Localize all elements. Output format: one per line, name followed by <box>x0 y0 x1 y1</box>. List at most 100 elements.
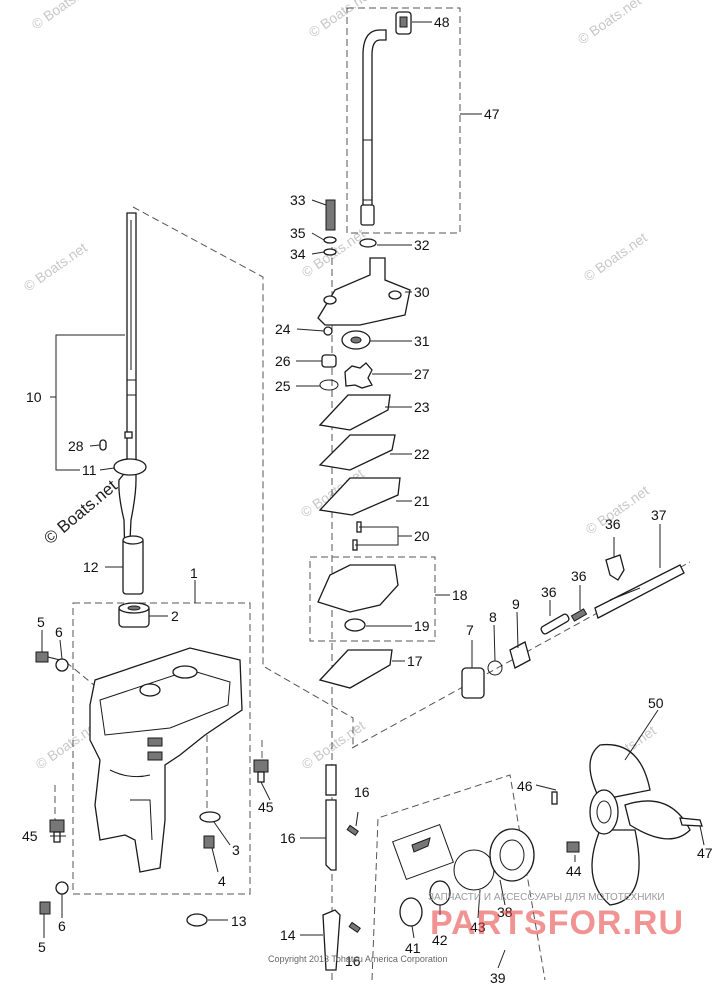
callout-34: 35 <box>290 225 306 241</box>
callout-29: 30 <box>414 284 430 300</box>
leader-lines <box>41 21 705 969</box>
watermark-text: © Boats.net <box>306 0 375 40</box>
bushing-11 <box>113 458 147 476</box>
watermark-text-dark: © Boats.net <box>40 476 121 548</box>
water-tube <box>360 11 412 226</box>
callout-18: 18 <box>452 587 468 603</box>
callout-36: 36 <box>571 568 587 584</box>
cotter-pin-47 <box>679 817 703 827</box>
propshaft-38 <box>594 564 685 619</box>
callout-40: 38 <box>497 904 513 920</box>
callout-14: 14 <box>280 927 296 943</box>
callout-13: 13 <box>231 913 247 929</box>
bolt-5 <box>35 651 49 663</box>
callout-33: 34 <box>290 246 306 262</box>
callout-21: 21 <box>414 493 430 509</box>
callout-3: 3 <box>232 842 240 858</box>
callout-45-right: 45 <box>258 799 274 815</box>
callout-35: 36 <box>605 516 621 532</box>
impeller-27 <box>344 362 373 389</box>
shift-rod <box>322 764 361 971</box>
bearing-7 <box>461 667 485 699</box>
callout-50: 50 <box>648 695 664 711</box>
callout-24: 24 <box>275 321 291 337</box>
gearcase-fasteners <box>35 651 269 927</box>
callout-26: 26 <box>275 353 291 369</box>
gearcase-housing <box>89 647 243 873</box>
propshaft-assembly <box>461 554 685 699</box>
tube-12 <box>122 537 144 595</box>
washer-33 <box>323 248 337 256</box>
ring-24 <box>323 326 333 336</box>
gasket-23 <box>318 394 391 431</box>
gasket-17 <box>318 649 393 689</box>
callout-47: 47 <box>697 845 713 861</box>
callout-45-left: 45 <box>22 828 38 844</box>
chain-line-driveshaft <box>132 206 354 748</box>
group-box-39 <box>371 774 546 981</box>
bolt-45 <box>49 819 65 833</box>
callout-1: 1 <box>190 565 198 581</box>
oring-43 <box>453 849 495 891</box>
callout-23: 23 <box>414 399 430 415</box>
bearing-41 <box>399 897 423 927</box>
callout-43: 43 <box>470 919 486 935</box>
pump-housing-29 <box>317 257 411 326</box>
pump-base-18 <box>317 564 399 613</box>
callout-8: 8 <box>489 609 497 625</box>
plug-4 <box>203 835 215 849</box>
cam-35 <box>605 554 625 581</box>
callout-10: 10 <box>26 389 42 405</box>
callout-41: 41 <box>405 940 421 956</box>
gasket-21 <box>318 477 401 516</box>
callout-11: 11 <box>82 462 97 478</box>
copyright-text: Copyright 2013 Tohatsu America Corporati… <box>268 954 447 964</box>
callout-5: 5 <box>37 614 45 630</box>
callout-5-lower: 5 <box>38 939 46 955</box>
callout-42: 42 <box>432 932 448 948</box>
callout-7: 7 <box>466 622 474 638</box>
callout-48: 47 <box>484 106 500 122</box>
bolt-44 <box>566 841 580 853</box>
callout-labels: 48 47 33 35 34 32 30 24 31 26 27 25 23 2… <box>22 14 713 986</box>
callout-28: 28 <box>68 438 84 454</box>
group-box-48 <box>346 7 461 234</box>
callout-44: 44 <box>566 863 582 879</box>
bolt-5b <box>39 901 51 915</box>
callout-19: 19 <box>414 618 430 634</box>
callout-12: 12 <box>83 559 99 575</box>
callout-27: 27 <box>414 366 430 382</box>
watermark-text: © Boats.net <box>575 0 644 47</box>
brand-tagline: ЗАПЧАСТИ И АКСЕССУАРЫ ДЛЯ МОТОТЕХНИКИ <box>428 892 665 903</box>
nut-13 <box>186 913 208 927</box>
plate-22 <box>318 434 396 471</box>
callout-25: 25 <box>275 378 291 394</box>
brand-name: PARTSFOR.RU <box>430 904 684 942</box>
callout-39: 39 <box>490 970 506 986</box>
washer-3 <box>199 811 221 823</box>
group-box-1 <box>72 602 251 895</box>
propeller <box>589 743 703 906</box>
seal-19 <box>344 618 366 632</box>
callout-17: 17 <box>407 653 423 669</box>
callout-2: 2 <box>171 608 179 624</box>
watermark-text: © Boats.net <box>29 0 98 32</box>
water-pump-assembly <box>317 199 411 689</box>
group-box-18 <box>309 556 436 642</box>
driveshaft <box>99 212 147 595</box>
clutch-37 <box>540 613 570 635</box>
carrier-40 <box>489 828 535 882</box>
watermark-text: © Boats.net <box>21 239 90 294</box>
callout-31: 32 <box>414 237 430 253</box>
gear-9 <box>509 641 531 669</box>
bearing-2 <box>118 602 150 628</box>
callout-6: 6 <box>55 624 63 640</box>
callout-32: 33 <box>290 192 306 208</box>
callout-22: 22 <box>414 446 430 462</box>
washer-8 <box>487 660 503 676</box>
bolt-45b <box>253 759 269 773</box>
pin-16 <box>346 824 359 837</box>
spring-36 <box>570 608 588 622</box>
